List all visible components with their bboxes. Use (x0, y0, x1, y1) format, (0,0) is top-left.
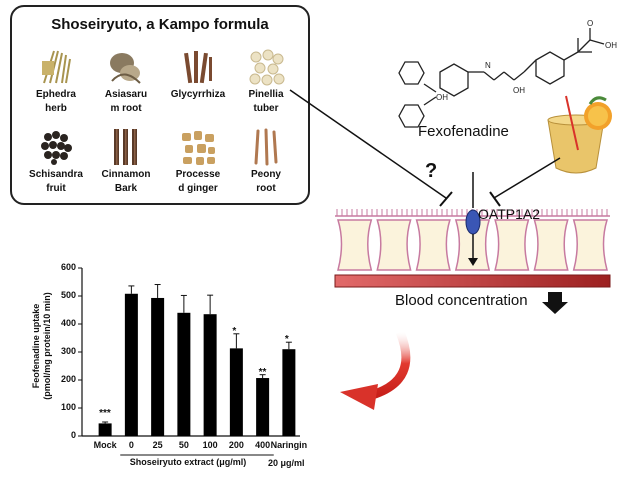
chart-category-label: 0 (128, 440, 134, 450)
herb-label-line1: Schisandra (29, 169, 83, 180)
chart-ytick-label: 500 (60, 290, 76, 300)
molecule-acid-o: O (587, 19, 593, 28)
cinnamon-bark-icon (114, 129, 137, 165)
chart-category-label: 100 (202, 440, 218, 450)
chart-ytick-label: 200 (60, 374, 76, 384)
epithelial-cell (533, 219, 569, 271)
chart-bar (98, 423, 112, 436)
schisandra-fruit-icon (41, 131, 72, 165)
herb-item: Processe d ginger (162, 127, 234, 195)
herb-inhibition-bar (439, 191, 453, 207)
naringin-concentration-label: 20 μg/ml (268, 458, 305, 468)
fexofenadine-structure (398, 28, 605, 128)
herb-label-line2: herb (45, 103, 67, 114)
chart-bar (256, 378, 270, 436)
chart-bar (151, 297, 165, 436)
asiasarum-root-icon (110, 53, 141, 84)
chart-ytick-label: 0 (70, 430, 76, 440)
herb-label-line1: Ephedra (35, 89, 76, 100)
herb-panel: Shoseiryuto, a Kampo formula Ephedra her… (10, 5, 310, 205)
epithelial-cell (336, 219, 373, 271)
epithelial-cell (494, 219, 530, 271)
chart-category-label: 400 (255, 440, 271, 450)
peony-root-icon (254, 128, 278, 166)
chart-ytick-label: 300 (60, 346, 76, 356)
chart-significance-mark: *** (99, 408, 111, 419)
herb-label-line1: Asiasaru (104, 89, 148, 100)
uptake-bar-chart (78, 267, 300, 456)
herb-label-line2: fruit (46, 183, 66, 194)
chart-significance-mark: * (284, 334, 289, 346)
herb-item: Schisandra fruit (20, 127, 92, 195)
herb-label-line2: root (256, 183, 276, 194)
herb-panel-title: Shoseiryuto, a Kampo formula (51, 16, 269, 33)
epithelial-cell-layer (335, 209, 610, 271)
herb-label-line1: Processe (175, 169, 221, 180)
ephedra-herb-icon (42, 50, 71, 84)
molecule-oh-side: OH (513, 86, 525, 95)
blood-concentration-label: Blood concentration (395, 292, 528, 309)
chart-ytick-label: 600 (60, 262, 76, 272)
herb-label-line2: tuber (253, 103, 279, 114)
decrease-arrow-icon (542, 292, 568, 314)
fexofenadine-label: Fexofenadine (418, 123, 509, 140)
juice-glass-icon (547, 95, 612, 174)
chart-category-label: Naringin (270, 440, 308, 450)
herb-label-line1: Glycyrrhiza (170, 89, 226, 100)
herb-item: Pinellia tuber (230, 47, 302, 115)
pinellia-tuber-icon (249, 49, 285, 86)
herb-item: Peony root (230, 127, 302, 195)
red-curved-arrow-body (370, 330, 411, 400)
epithelial-cell (376, 219, 412, 271)
chart-xlabel: Shoseiryuto extract (μg/ml) (129, 457, 247, 467)
chart-bar (124, 293, 138, 436)
herb-item: Glycyrrhiza (162, 47, 234, 103)
chart-ytick-label: 100 (60, 402, 76, 412)
herb-label-line2: Bark (114, 183, 138, 194)
herb-item: Cinnamon Bark (90, 127, 162, 195)
molecule-n-group: N (485, 61, 491, 70)
epithelial-cell (415, 219, 451, 271)
blood-bar (334, 274, 611, 288)
juice-to-transporter-arrow (493, 157, 561, 199)
chart-ytick-label: 400 (60, 318, 76, 328)
chart-significance-mark: ** (258, 366, 267, 378)
chart-bar (282, 349, 296, 436)
herb-label-line2: d ginger (178, 183, 218, 194)
chart-category-label: 50 (178, 440, 189, 450)
chart-category-label: 25 (152, 440, 163, 450)
red-curved-arrow-head (340, 384, 378, 410)
uptake-arrowhead (468, 258, 478, 266)
herb-label-line2: m root (110, 103, 142, 114)
herb-item: Asiasaru m root (90, 47, 162, 115)
chart-category-label: Mock (93, 440, 117, 450)
herb-to-transporter-arrow (289, 89, 447, 199)
chart-significance-mark: * (232, 325, 237, 337)
chart-ylabel-line1: Feofenadine uptake (31, 303, 41, 389)
glycyrrhiza-icon (184, 51, 212, 84)
chart-bar (229, 348, 243, 436)
question-mark: ? (425, 160, 438, 182)
herb-label-line1: Cinnamon (101, 169, 151, 180)
herb-label-line1: Peony (250, 169, 281, 180)
molecule-oh-group: OH (436, 93, 448, 102)
herb-item: Ephedra herb (20, 47, 92, 115)
herb-label-line1: Pinellia (248, 89, 284, 100)
chart-bar (203, 314, 217, 436)
oatp1a2-label: OATP1A2 (478, 206, 540, 222)
chart-bar (177, 312, 191, 436)
chart-category-label: 200 (228, 440, 244, 450)
epithelial-cell (572, 219, 609, 271)
juice-inhibition-bar (489, 191, 501, 207)
molecule-acid-oh: OH (605, 41, 617, 50)
processed-ginger-icon (182, 131, 215, 165)
